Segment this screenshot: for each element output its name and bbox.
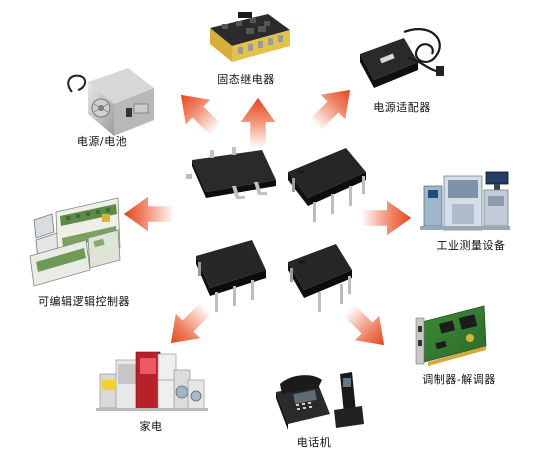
arrow-to-appliance bbox=[158, 296, 218, 356]
label-plc: 可编辑逻辑控制器 bbox=[38, 295, 130, 308]
arrow-to-modem bbox=[337, 298, 397, 358]
industrial-equipment-illustration bbox=[420, 171, 510, 231]
label-industrial-equipment: 工业测量设备 bbox=[436, 239, 506, 252]
optocoupler-chip-dip4 bbox=[288, 244, 352, 312]
optocoupler-chip-dip6-b bbox=[196, 240, 266, 312]
optocoupler-chip-smd bbox=[186, 147, 276, 199]
arrow-to-adapter bbox=[303, 77, 363, 137]
label-power-adapter: 电源适配器 bbox=[373, 101, 431, 114]
plc-illustration bbox=[29, 197, 121, 287]
telephone-illustration bbox=[276, 372, 364, 430]
label-appliances: 家电 bbox=[139, 420, 163, 433]
label-telephone: 电话机 bbox=[296, 436, 332, 449]
label-ssr: 固态继电器 bbox=[217, 73, 275, 86]
optocoupler-chip-dip6 bbox=[288, 148, 366, 222]
label-psu-battery: 电源/电池 bbox=[76, 135, 128, 148]
label-modem: 调制器-解调器 bbox=[422, 373, 496, 386]
arrow-to-psu bbox=[168, 82, 228, 142]
arrow-to-plc bbox=[123, 196, 173, 232]
power-adapter-illustration bbox=[360, 28, 444, 88]
psu-illustration bbox=[67, 68, 154, 136]
arrow-to-ssr bbox=[240, 97, 276, 147]
appliances-illustration bbox=[96, 351, 208, 411]
ssr-illustration bbox=[210, 12, 290, 62]
arrow-to-industrial bbox=[362, 200, 412, 236]
modem-card-illustration bbox=[415, 305, 487, 366]
